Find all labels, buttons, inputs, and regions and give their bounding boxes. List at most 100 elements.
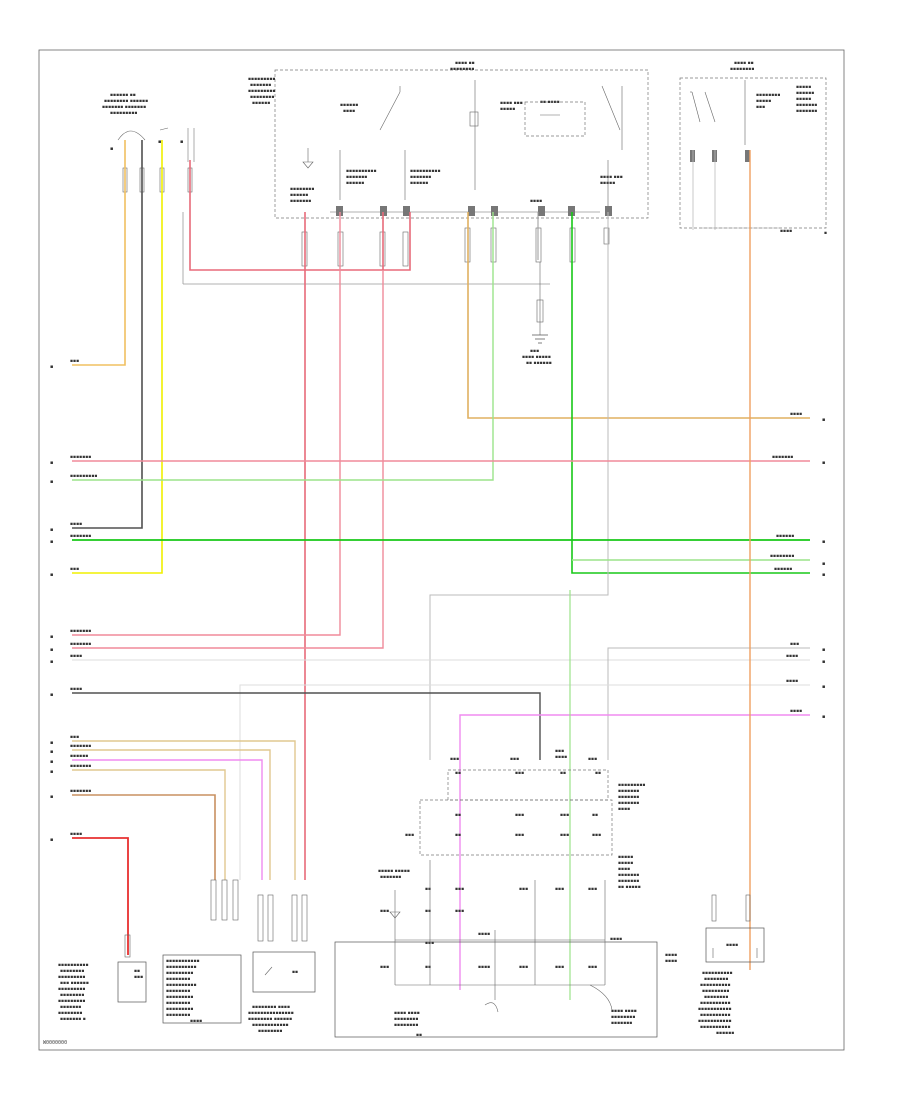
svg-text:▪: ▪ xyxy=(50,794,53,800)
svg-text:▪▪▪: ▪▪▪ xyxy=(70,735,79,740)
ground-ref: ▪▪▪ ▪▪▪▪ ▪▪▪▪▪ ▪▪ ▪▪▪▪▪▪ xyxy=(522,262,552,366)
bottom-right-sensor-label: ▪▪▪▪▪▪▪▪▪▪ ▪▪▪▪▪▪▪▪ ▪▪▪▪▪▪▪▪▪▪ ▪▪▪▪▪▪▪▪▪… xyxy=(698,971,734,1036)
svg-text:▪▪▪▪ ▪▪: ▪▪▪▪ ▪▪ xyxy=(455,61,475,66)
svg-text:▪▪▪▪▪: ▪▪▪▪▪ xyxy=(796,97,811,102)
svg-text:▪▪▪: ▪▪▪ xyxy=(515,833,524,838)
svg-text:▪▪: ▪▪ xyxy=(455,771,461,776)
svg-text:▪: ▪ xyxy=(50,364,53,370)
svg-text:▪▪▪▪▪▪▪: ▪▪▪▪▪▪▪ xyxy=(410,175,431,180)
svg-text:▪▪▪▪▪▪▪▪▪: ▪▪▪▪▪▪▪▪▪ xyxy=(248,89,275,94)
bottom-left-sensor-1: ▪▪▪▪▪▪▪▪▪▪ ▪▪▪▪▪▪▪▪ ▪▪▪▪▪▪▪▪▪ ▪▪▪ ▪▪▪▪▪▪… xyxy=(58,934,147,1022)
svg-text:▪▪▪▪▪▪▪▪: ▪▪▪▪▪▪▪▪ xyxy=(60,969,84,974)
svg-text:▪▪▪▪: ▪▪▪▪ xyxy=(610,937,622,942)
svg-text:▪: ▪ xyxy=(50,647,53,653)
svg-text:▪▪▪▪▪▪▪: ▪▪▪▪▪▪▪ xyxy=(618,795,639,800)
middle-connector-pin-labels: ▪▪▪ ▪▪▪ ▪▪▪ ▪▪▪ ▪▪▪▪ ▪▪ ▪▪▪ ▪▪ ▪▪ ▪▪▪ ▪▪… xyxy=(405,749,601,838)
svg-text:▪▪▪▪▪▪▪: ▪▪▪▪▪▪▪ xyxy=(70,744,91,749)
svg-text:▪▪▪▪▪▪▪▪: ▪▪▪▪▪▪▪▪ xyxy=(756,93,780,98)
svg-text:▪▪▪▪▪: ▪▪▪▪▪ xyxy=(500,107,515,112)
svg-text:▪▪▪▪▪▪▪▪: ▪▪▪▪▪▪▪▪ xyxy=(611,1015,635,1020)
bottom-left-sensor-2-label: ▪▪▪▪▪▪▪▪▪▪▪ ▪▪▪▪▪▪▪▪▪▪ ▪▪▪▪▪▪▪▪▪ ▪▪▪▪▪▪▪… xyxy=(166,959,202,1024)
svg-text:▪▪ ▪▪▪▪▪: ▪▪ ▪▪▪▪▪ xyxy=(618,885,641,890)
svg-text:▪: ▪ xyxy=(50,527,53,533)
svg-text:▪▪▪▪▪▪▪▪: ▪▪▪▪▪▪▪▪ xyxy=(166,977,190,982)
svg-text:▪▪▪▪▪▪▪▪: ▪▪▪▪▪▪▪▪ xyxy=(290,187,314,192)
svg-text:▪▪▪: ▪▪▪ xyxy=(515,813,524,818)
svg-text:▪▪▪▪▪▪▪▪▪▪: ▪▪▪▪▪▪▪▪▪▪ xyxy=(700,1001,731,1006)
svg-text:▪▪▪: ▪▪▪ xyxy=(555,965,564,970)
svg-text:▪▪▪▪▪▪▪▪▪: ▪▪▪▪▪▪▪▪▪ xyxy=(618,783,645,788)
svg-text:▪▪▪▪: ▪▪▪▪ xyxy=(786,654,798,659)
svg-text:▪▪▪▪▪▪▪: ▪▪▪▪▪▪▪ xyxy=(618,873,639,878)
svg-text:▪▪▪▪: ▪▪▪▪ xyxy=(786,679,798,684)
svg-text:▪▪▪▪▪▪▪: ▪▪▪▪▪▪▪ xyxy=(796,103,817,108)
svg-text:▪▪▪▪: ▪▪▪▪ xyxy=(343,109,355,114)
svg-text:▪▪▪▪▪▪▪ ▪▪▪▪▪▪▪: ▪▪▪▪▪▪▪ ▪▪▪▪▪▪▪ xyxy=(102,105,146,110)
svg-text:▪▪▪▪▪▪▪▪: ▪▪▪▪▪▪▪▪ xyxy=(730,67,754,72)
svg-text:▪▪: ▪▪ xyxy=(595,771,601,776)
svg-text:▪▪▪▪: ▪▪▪▪ xyxy=(665,953,677,958)
svg-text:▪▪▪▪▪▪▪▪▪: ▪▪▪▪▪▪▪▪▪ xyxy=(166,995,193,1000)
svg-text:▪▪▪▪▪▪▪▪: ▪▪▪▪▪▪▪▪ xyxy=(394,1023,418,1028)
figure-code: W0000000 xyxy=(43,1040,67,1046)
svg-text:▪▪▪: ▪▪▪ xyxy=(134,975,143,980)
svg-text:▪▪▪▪: ▪▪▪▪ xyxy=(70,832,82,837)
svg-text:▪▪▪▪ ▪▪▪: ▪▪▪▪ ▪▪▪ xyxy=(500,101,523,106)
svg-text:▪▪▪▪▪▪▪▪: ▪▪▪▪▪▪▪▪ xyxy=(450,67,474,72)
svg-text:▪▪▪: ▪▪▪ xyxy=(425,941,434,946)
svg-text:▪▪▪▪▪▪▪▪▪▪▪▪: ▪▪▪▪▪▪▪▪▪▪▪▪ xyxy=(252,1023,289,1028)
svg-text:▪: ▪ xyxy=(110,146,113,152)
svg-text:▪▪▪▪▪ ▪▪▪▪▪: ▪▪▪▪▪ ▪▪▪▪▪ xyxy=(378,869,410,874)
svg-text:▪▪▪▪▪▪▪▪: ▪▪▪▪▪▪▪▪ xyxy=(258,1029,282,1034)
svg-text:▪▪▪▪▪▪▪▪ ▪▪▪▪: ▪▪▪▪▪▪▪▪ ▪▪▪▪ xyxy=(252,1005,290,1010)
middle-connector-block: ▪▪▪ ▪▪▪ ▪▪▪ ▪▪▪ ▪▪▪▪ ▪▪ ▪▪▪ ▪▪ ▪▪ ▪▪▪ ▪▪… xyxy=(405,749,613,856)
svg-text:▪▪▪▪▪▪: ▪▪▪▪▪▪ xyxy=(340,103,358,108)
svg-text:▪: ▪ xyxy=(50,659,53,665)
svg-text:▪▪▪▪▪▪▪▪: ▪▪▪▪▪▪▪▪ xyxy=(58,1011,82,1016)
svg-text:▪▪▪▪▪▪▪▪ ▪▪▪▪▪▪: ▪▪▪▪▪▪▪▪ ▪▪▪▪▪▪ xyxy=(104,99,148,104)
svg-text:▪▪▪▪: ▪▪▪▪ xyxy=(478,965,490,970)
svg-text:▪▪▪▪: ▪▪▪▪ xyxy=(478,932,490,937)
svg-text:▪▪▪▪▪▪▪: ▪▪▪▪▪▪▪ xyxy=(380,875,401,880)
svg-text:▪▪▪▪▪▪: ▪▪▪▪▪▪ xyxy=(410,181,428,186)
svg-text:▪▪▪: ▪▪▪ xyxy=(555,887,564,892)
svg-text:▪▪ ▪▪▪▪: ▪▪ ▪▪▪▪ xyxy=(540,100,560,105)
bottom-center-assembly: ▪▪▪▪▪ ▪▪▪▪▪ ▪▪▪▪▪▪▪ ▪▪▪▪ ▪▪▪▪ ▪▪▪▪▪▪▪▪ ▪… xyxy=(334,860,677,1038)
svg-text:▪: ▪ xyxy=(158,139,161,145)
bottom-left-sensor-1-label: ▪▪▪▪▪▪▪▪▪▪ ▪▪▪▪▪▪▪▪ ▪▪▪▪▪▪▪▪▪ ▪▪▪ ▪▪▪▪▪▪… xyxy=(58,963,143,1022)
svg-text:▪▪▪: ▪▪▪ xyxy=(455,887,464,892)
svg-text:▪▪▪: ▪▪▪ xyxy=(450,757,459,762)
svg-text:▪▪▪▪▪▪: ▪▪▪▪▪▪ xyxy=(70,754,88,759)
svg-text:▪: ▪ xyxy=(822,572,825,578)
svg-text:▪▪▪▪▪▪▪: ▪▪▪▪▪▪▪ xyxy=(796,109,817,114)
svg-text:▪▪▪▪▪▪▪▪▪: ▪▪▪▪▪▪▪▪▪ xyxy=(58,999,85,1004)
right-top-module-label: ▪▪▪▪ ▪▪ ▪▪▪▪▪▪▪▪ ▪▪▪▪▪▪▪▪ ▪▪▪▪▪ ▪▪▪ ▪▪▪▪… xyxy=(730,61,827,236)
svg-text:▪: ▪ xyxy=(822,714,825,720)
svg-text:▪▪▪▪: ▪▪▪▪ xyxy=(665,959,677,964)
svg-text:▪▪▪▪▪▪: ▪▪▪▪▪▪ xyxy=(252,101,270,106)
svg-text:▪▪▪▪▪▪▪: ▪▪▪▪▪▪▪ xyxy=(290,199,311,204)
svg-text:▪▪▪▪▪▪▪▪▪▪: ▪▪▪▪▪▪▪▪▪▪ xyxy=(58,963,89,968)
svg-text:▪▪▪▪▪▪▪▪▪▪: ▪▪▪▪▪▪▪▪▪▪ xyxy=(346,169,377,174)
svg-text:▪▪▪▪▪▪▪▪: ▪▪▪▪▪▪▪▪ xyxy=(166,989,190,994)
bottom-center-left-device-label: ▪▪▪▪▪▪▪▪ ▪▪▪▪ ▪▪▪▪▪▪▪▪▪▪▪▪▪▪▪ ▪▪▪▪▪▪▪▪ ▪… xyxy=(248,1005,294,1034)
svg-text:▪▪: ▪▪ xyxy=(592,813,598,818)
top-left-sensor: ▪▪▪▪▪▪ ▪▪ ▪▪▪▪▪▪▪▪ ▪▪▪▪▪▪ ▪▪▪▪▪▪▪ ▪▪▪▪▪▪… xyxy=(102,93,195,162)
svg-text:▪▪▪▪▪▪▪: ▪▪▪▪▪▪▪ xyxy=(70,764,91,769)
svg-text:▪▪▪▪▪▪▪▪▪▪▪: ▪▪▪▪▪▪▪▪▪▪▪ xyxy=(698,1019,732,1024)
svg-text:▪: ▪ xyxy=(822,539,825,545)
svg-text:▪▪▪: ▪▪▪ xyxy=(519,887,528,892)
svg-text:▪▪▪: ▪▪▪ xyxy=(530,349,539,354)
svg-text:▪: ▪ xyxy=(50,539,53,545)
svg-text:▪▪▪▪▪▪: ▪▪▪▪▪▪ xyxy=(776,534,794,539)
svg-text:▪▪▪▪▪▪▪: ▪▪▪▪▪▪▪ xyxy=(70,789,91,794)
svg-text:▪▪▪▪▪▪▪: ▪▪▪▪▪▪▪ xyxy=(60,1005,81,1010)
left-wire-codes: ▪▪▪ ▪▪▪▪▪▪▪ ▪▪▪▪▪▪▪▪▪ ▪▪▪▪ ▪▪▪▪▪▪▪ ▪▪▪ ▪… xyxy=(70,359,97,837)
svg-text:▪: ▪ xyxy=(50,479,53,485)
svg-text:▪▪▪: ▪▪▪ xyxy=(70,359,79,364)
svg-text:▪▪▪▪ ▪▪: ▪▪▪▪ ▪▪ xyxy=(734,61,754,66)
svg-text:▪▪▪▪▪▪▪: ▪▪▪▪▪▪▪ xyxy=(611,1021,632,1026)
svg-text:▪▪▪▪▪▪: ▪▪▪▪▪▪ xyxy=(774,567,792,572)
svg-text:▪: ▪ xyxy=(822,561,825,567)
